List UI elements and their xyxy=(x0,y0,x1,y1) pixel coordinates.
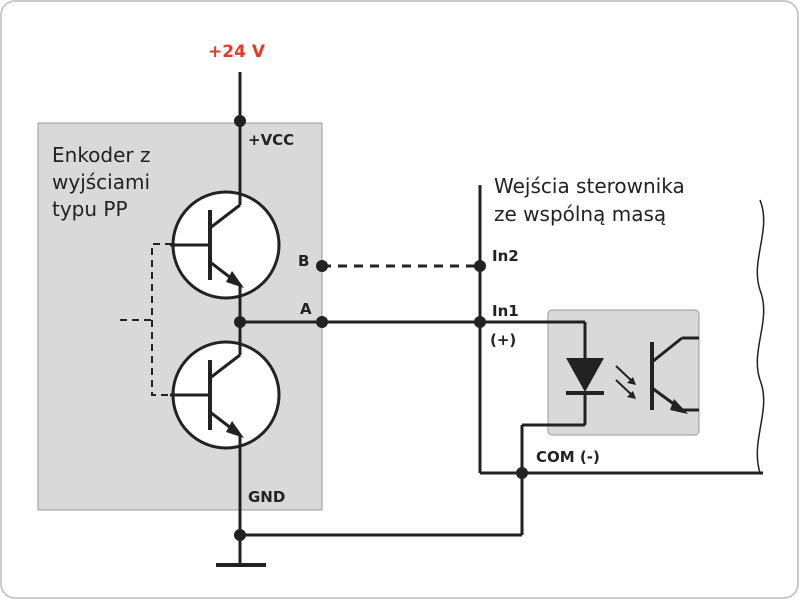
terminal-b-label: B xyxy=(298,252,309,270)
controller-title-line-1: Wejścia sterownika xyxy=(494,174,685,198)
terminal-b xyxy=(316,260,328,272)
base-drive-dashed xyxy=(151,243,172,396)
encoder-box xyxy=(37,122,323,511)
terminal-a-label: A xyxy=(300,300,312,318)
optocoupler-phototransistor xyxy=(650,336,699,414)
gnd-label: GND xyxy=(248,488,285,506)
in1-label: In1 xyxy=(492,302,519,320)
encoder-title-line-3: typu PP xyxy=(52,197,128,221)
com-label: COM (-) xyxy=(536,448,600,466)
encoder-title-line-1: Enkoder z xyxy=(52,143,151,167)
in1-polarity-label: (+) xyxy=(490,331,516,349)
vcc-label: +VCC xyxy=(248,131,294,149)
supply-label: +24 V xyxy=(208,42,266,62)
break-line xyxy=(756,199,765,474)
vcc-node xyxy=(234,115,246,127)
com-node xyxy=(516,467,528,479)
in2-label: In2 xyxy=(492,247,519,265)
controller-title-line-2: ze wspólną masą xyxy=(494,202,666,226)
optocoupler-light-arrows xyxy=(615,365,636,399)
encoder-title-line-2: wyjściami xyxy=(52,170,150,194)
lower-transistor xyxy=(170,340,281,565)
terminal-a xyxy=(316,316,328,328)
optocoupler-led xyxy=(520,320,604,535)
upper-transistor xyxy=(170,190,281,345)
